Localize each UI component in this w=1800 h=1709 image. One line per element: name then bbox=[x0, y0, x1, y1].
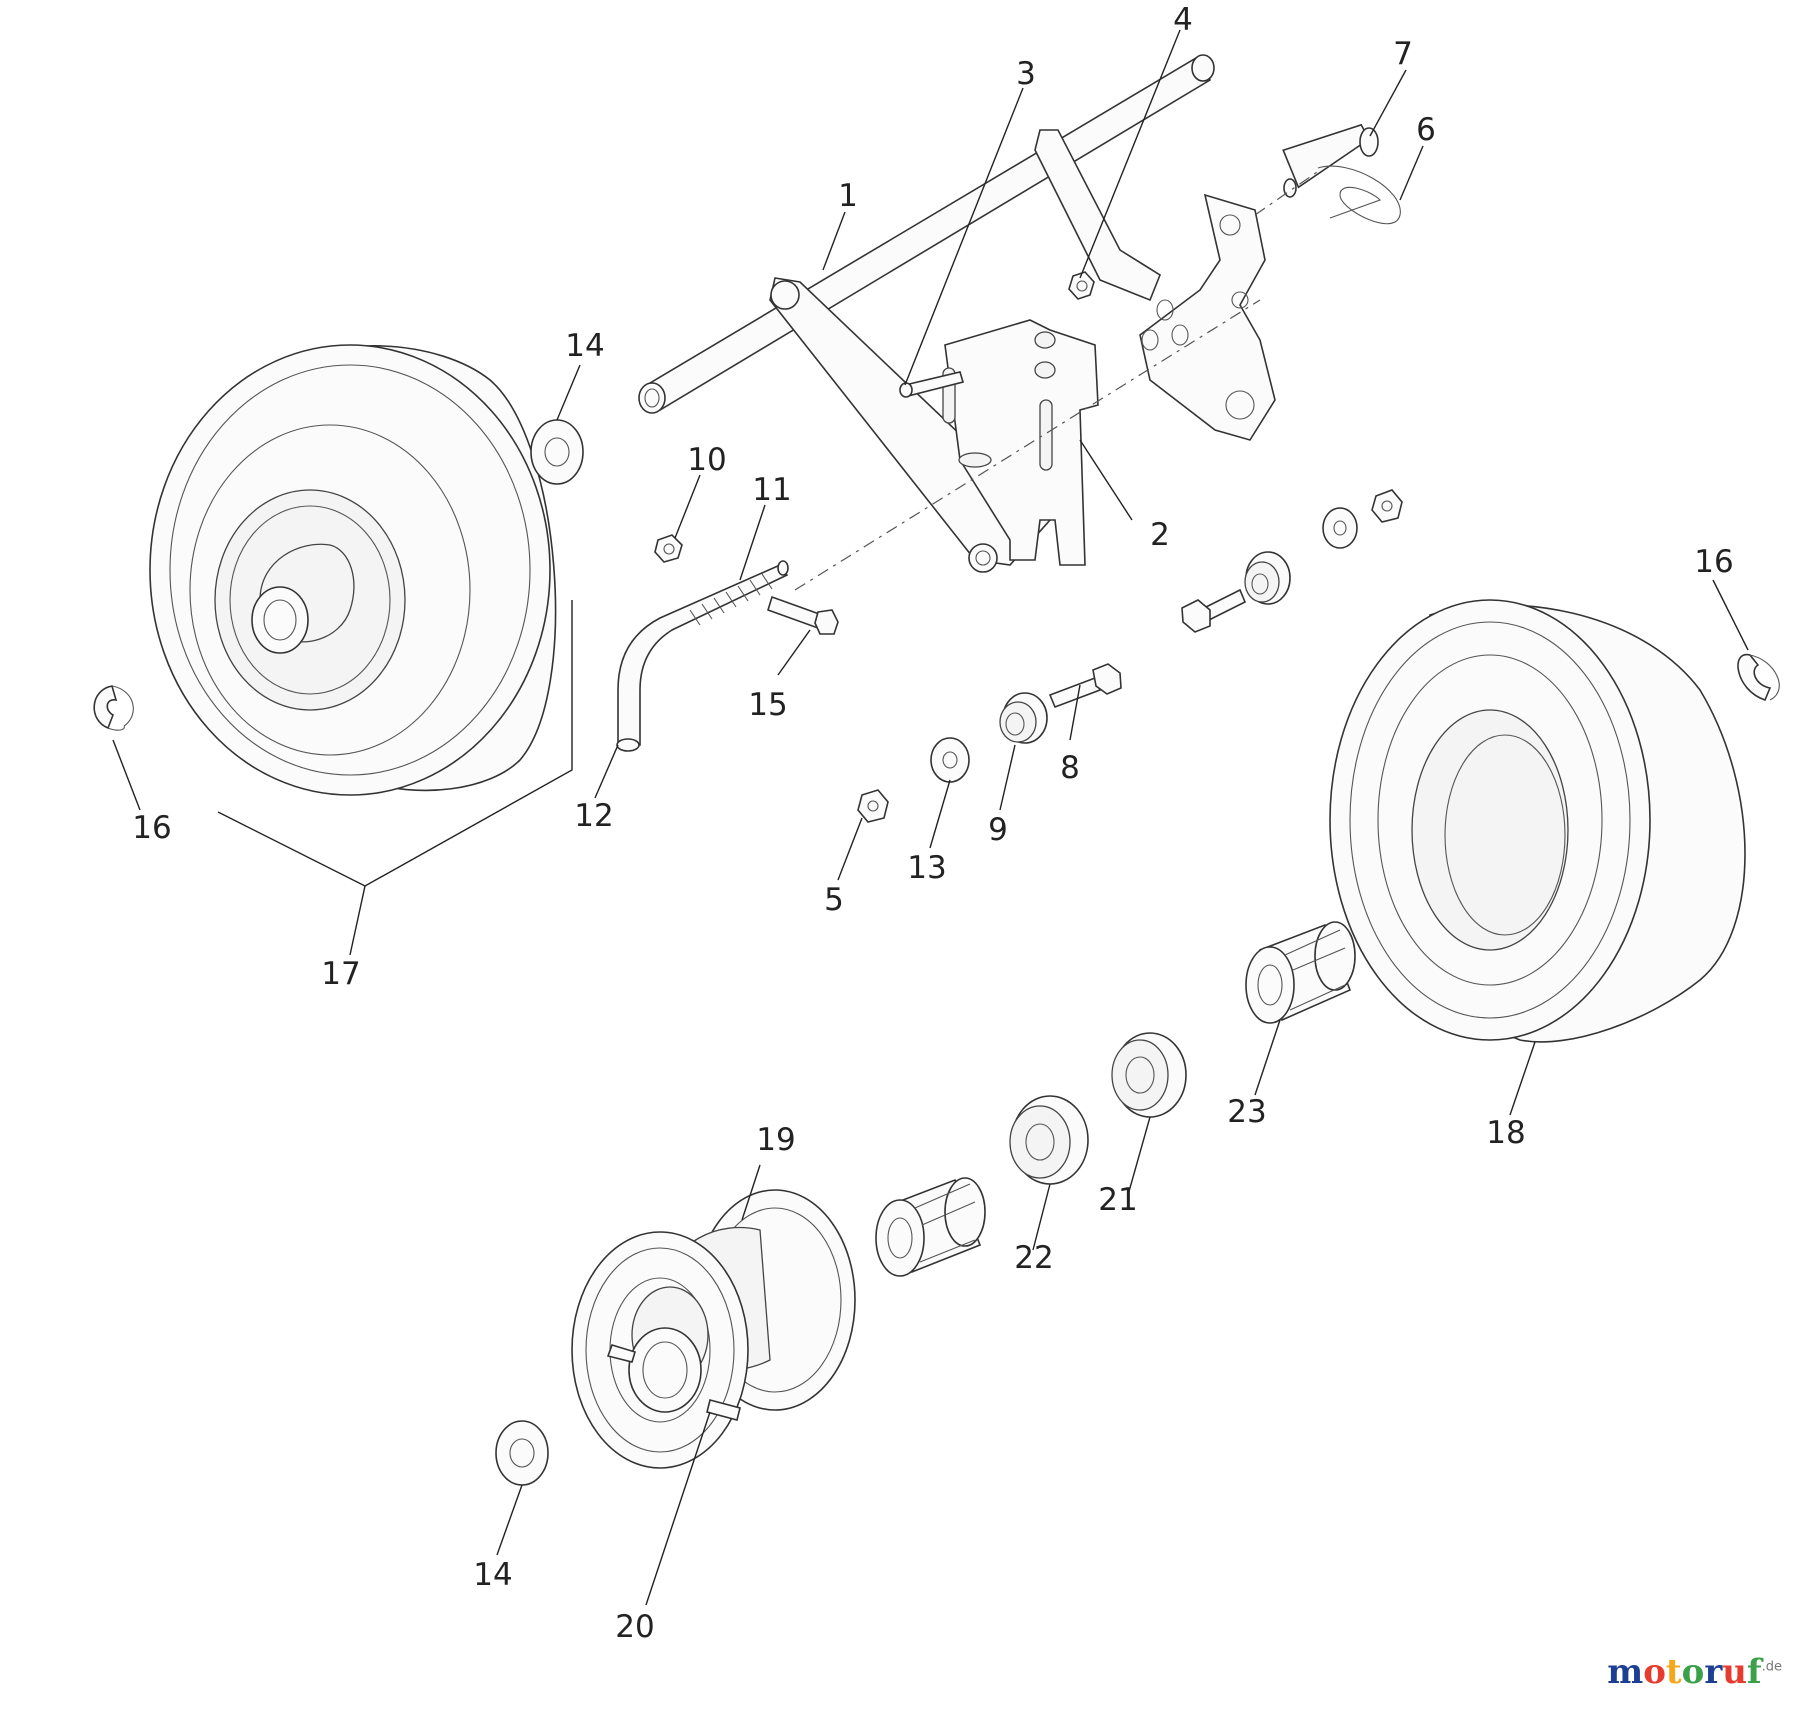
callout-2: 2 bbox=[1150, 517, 1170, 553]
alignment-line bbox=[1254, 169, 1321, 216]
hairpin-clip-part bbox=[1317, 165, 1401, 225]
hex-nut-part bbox=[654, 534, 683, 563]
watermark-letter: o bbox=[1681, 1652, 1705, 1692]
pin-part bbox=[899, 371, 965, 398]
bolt-part bbox=[1181, 588, 1247, 633]
lock-nut-part bbox=[1068, 271, 1095, 300]
left-wheel-part bbox=[149, 344, 557, 796]
callout-18: 18 bbox=[1486, 1115, 1525, 1151]
assembly-bracket-line bbox=[217, 600, 573, 887]
bolt-part bbox=[767, 595, 839, 635]
callout-11: 11 bbox=[752, 472, 791, 508]
bushing-part bbox=[999, 692, 1048, 744]
callout-3: 3 bbox=[1016, 56, 1036, 92]
motoruf-watermark-logo: motoruf.de bbox=[1607, 1652, 1782, 1692]
callout-6: 6 bbox=[1416, 112, 1436, 148]
clevis-pin-part bbox=[1282, 123, 1379, 198]
roller-bearing-part bbox=[875, 1177, 986, 1277]
callout-19: 19 bbox=[756, 1122, 795, 1158]
bearing-cup-part bbox=[1111, 1032, 1187, 1118]
roller-bearing-part bbox=[1245, 921, 1356, 1024]
e-clip-part bbox=[93, 685, 134, 731]
callout-23: 23 bbox=[1227, 1094, 1266, 1130]
hex-nut-part bbox=[1371, 489, 1403, 523]
washer-part bbox=[530, 419, 584, 485]
callout-10: 10 bbox=[687, 442, 726, 478]
callout-7: 7 bbox=[1393, 36, 1413, 72]
mounting-plate-part bbox=[1139, 193, 1276, 441]
callout-20: 20 bbox=[615, 1609, 654, 1645]
bushing-part bbox=[1244, 551, 1291, 605]
leader-lines bbox=[112, 29, 1749, 1606]
callout-9: 9 bbox=[988, 812, 1008, 848]
watermark-letter: m bbox=[1607, 1652, 1644, 1692]
watermark-suffix: .de bbox=[1761, 1659, 1782, 1675]
spring-rod-part bbox=[616, 560, 789, 752]
watermark-letter: t bbox=[1665, 1652, 1682, 1692]
watermark-letter: u bbox=[1722, 1652, 1747, 1692]
washer-part bbox=[495, 1420, 549, 1486]
washer-part bbox=[1322, 507, 1358, 549]
alignment-line bbox=[794, 299, 1261, 591]
callout-5: 5 bbox=[824, 882, 844, 918]
washer-part bbox=[930, 737, 970, 783]
height-plate-part bbox=[942, 319, 1099, 566]
callout-4: 4 bbox=[1173, 2, 1193, 38]
callout-12: 12 bbox=[574, 798, 613, 834]
callout-16-left: 16 bbox=[132, 810, 171, 846]
callout-16-right: 16 bbox=[1694, 544, 1733, 580]
e-clip-part bbox=[1737, 653, 1780, 701]
watermark-letter: f bbox=[1746, 1652, 1762, 1692]
watermark-letter: o bbox=[1643, 1652, 1666, 1692]
callout-22: 22 bbox=[1014, 1240, 1053, 1276]
right-tire-part bbox=[1329, 599, 1746, 1043]
callout-14-bottom: 14 bbox=[473, 1557, 512, 1593]
callout-17: 17 bbox=[321, 956, 360, 992]
wheel-rim-part bbox=[571, 1189, 856, 1469]
callout-13: 13 bbox=[907, 850, 946, 886]
callout-15: 15 bbox=[748, 687, 787, 723]
callout-1: 1 bbox=[838, 178, 858, 214]
bolt-part bbox=[1048, 663, 1122, 709]
callout-21: 21 bbox=[1098, 1182, 1137, 1218]
callout-labels: 1 2 3 4 5 6 7 8 9 10 11 12 13 14 14 15 1… bbox=[132, 2, 1733, 1645]
watermark-letter: r bbox=[1704, 1652, 1723, 1692]
callout-8: 8 bbox=[1060, 750, 1080, 786]
bearing-cup-part bbox=[1009, 1095, 1089, 1185]
hex-nut-part bbox=[857, 789, 889, 823]
axle-part bbox=[638, 54, 1215, 414]
callout-14-top: 14 bbox=[565, 328, 604, 364]
